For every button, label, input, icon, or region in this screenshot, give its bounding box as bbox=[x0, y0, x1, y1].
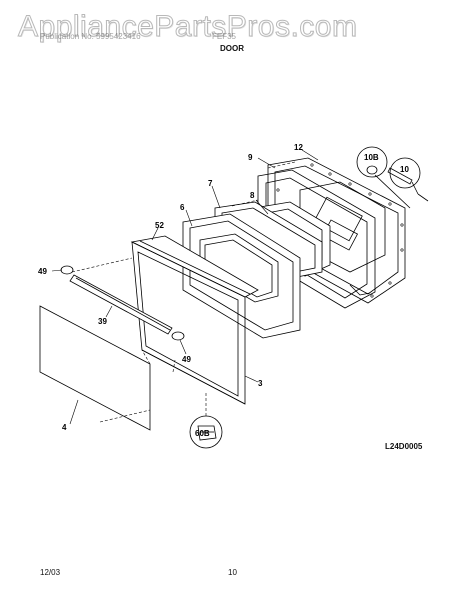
callout-49-left: 49 bbox=[38, 267, 47, 276]
part-60B-screw bbox=[189, 415, 223, 449]
callout-60B: 60B bbox=[195, 429, 210, 438]
model-number: FEF35 bbox=[212, 32, 237, 41]
callout-12: 12 bbox=[294, 143, 303, 152]
callout-9: 9 bbox=[248, 153, 253, 162]
callout-4: 4 bbox=[62, 423, 67, 432]
part-39-handle bbox=[69, 274, 173, 335]
diagram-reference-code: L24D0005 bbox=[385, 442, 423, 451]
part-49-end-caps bbox=[60, 265, 185, 341]
assembly-lines bbox=[71, 161, 296, 423]
callout-7: 7 bbox=[208, 179, 213, 188]
footer-date: 12/03 bbox=[40, 568, 61, 577]
callout-39: 39 bbox=[98, 317, 107, 326]
callout-3: 3 bbox=[258, 379, 263, 388]
part-10B-washer bbox=[356, 146, 411, 209]
callout-8: 8 bbox=[250, 191, 255, 200]
leader-lines bbox=[51, 149, 319, 425]
part-10-screw bbox=[387, 157, 429, 202]
callout-10: 10 bbox=[400, 165, 409, 174]
callout-6: 6 bbox=[180, 203, 185, 212]
publication-number: Publication No. 5995423416 bbox=[40, 32, 141, 41]
callout-52: 52 bbox=[155, 221, 164, 230]
part-4-outer-glass bbox=[39, 305, 151, 431]
footer-page-number: 10 bbox=[228, 568, 237, 577]
callout-10B: 10B bbox=[364, 153, 379, 162]
section-title: DOOR bbox=[220, 44, 244, 53]
callout-49-right: 49 bbox=[182, 355, 191, 364]
watermark: AppliancePartsPros.com bbox=[17, 10, 358, 44]
